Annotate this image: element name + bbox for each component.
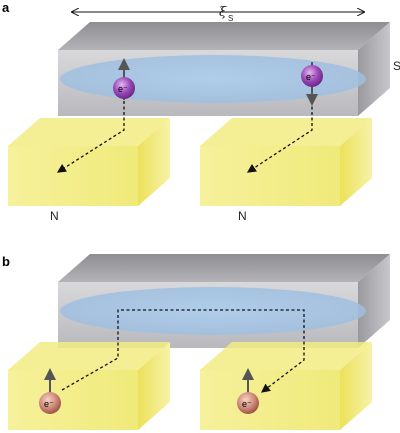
superconductor-block <box>58 22 390 116</box>
superconductor-block <box>58 254 390 348</box>
normal-metal-left-top <box>8 342 170 370</box>
crossed-andreev-path <box>61 309 305 393</box>
electron-label: e⁻ <box>306 72 316 82</box>
normal-metal-right-top <box>200 342 372 370</box>
normal-metal-right <box>200 342 372 430</box>
electron-spin-down: e⁻ <box>301 62 323 106</box>
superconductor-label: S <box>393 59 400 73</box>
superconductor-side-face <box>358 22 390 116</box>
normal-metal-left-front <box>8 146 138 206</box>
normal-metal-right-label: N <box>238 209 247 223</box>
panel-label-b: b <box>2 254 10 269</box>
normal-metal-right-top <box>200 118 372 146</box>
electron-sphere <box>113 77 135 99</box>
normal-metal-left-side <box>138 342 170 430</box>
normal-metal-left-side <box>138 118 170 206</box>
normal-metal-right-front <box>200 370 340 430</box>
electron-sphere <box>237 392 259 414</box>
electron-label: e⁻ <box>242 399 252 409</box>
normal-metal-left-front <box>8 370 138 430</box>
electron-spin-up: e⁻ <box>113 58 135 100</box>
cooper-pair-region <box>60 287 366 335</box>
superconductor-top-face <box>58 254 390 282</box>
panel-b: b e⁻ e⁻ <box>2 254 390 430</box>
electron-spin-up-left: e⁻ <box>39 368 61 414</box>
coherence-length-symbol: ξ <box>219 5 227 20</box>
electron-sphere <box>301 65 323 87</box>
normal-metal-right <box>200 118 372 206</box>
normal-metal-left-top <box>8 118 170 146</box>
superconductor-top-face <box>58 22 390 50</box>
electron-spin-up-right: e⁻ <box>237 368 259 414</box>
normal-metal-left-label: N <box>50 209 59 223</box>
normal-metal-left <box>8 118 170 206</box>
panel-a: a ξ S S N N <box>2 0 400 223</box>
coherence-length-indicator: ξ S <box>72 5 364 23</box>
normal-metal-left <box>8 342 170 430</box>
electron-path-right <box>246 101 313 173</box>
electron-label: e⁻ <box>44 399 54 409</box>
electron-sphere <box>39 392 61 414</box>
electron-label: e⁻ <box>118 84 128 94</box>
cooper-pair-region <box>60 55 366 103</box>
coherence-length-subscript: S <box>228 14 233 23</box>
normal-metal-right-front <box>200 146 340 206</box>
normal-metal-right-side <box>340 118 372 206</box>
normal-metal-right-side <box>340 342 372 430</box>
superconductor-side-face <box>358 254 390 348</box>
panel-label-a: a <box>2 0 10 15</box>
electron-path-left <box>56 101 125 173</box>
